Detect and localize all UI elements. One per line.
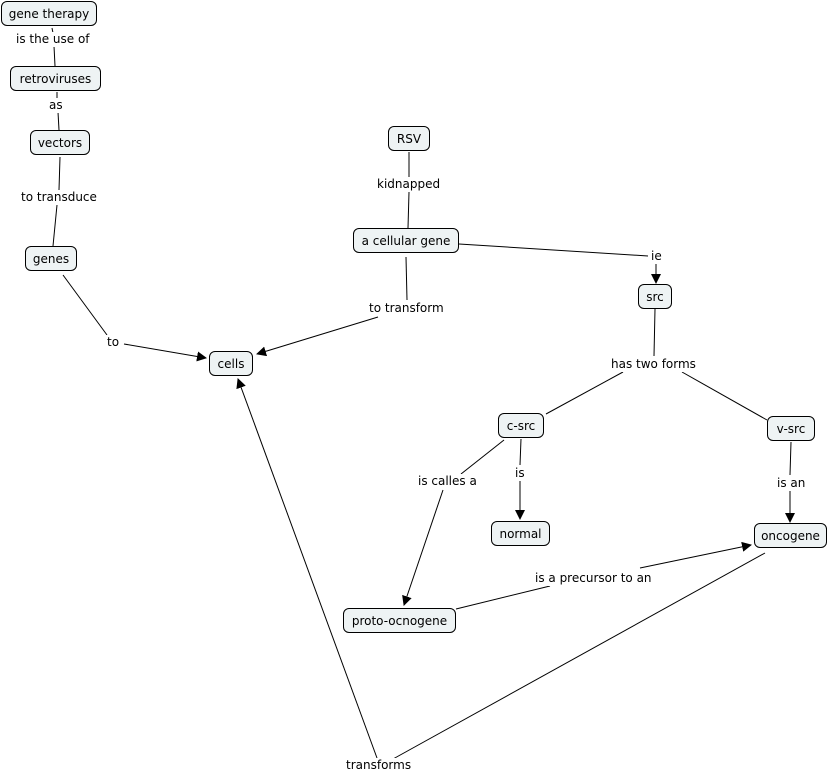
link-oncogene-transforms: [392, 552, 766, 760]
concept-v-src[interactable]: v-src: [767, 416, 815, 441]
link-src-has-two-forms: [653, 308, 656, 357]
concept-proto-ocnogene[interactable]: proto-ocnogene: [343, 608, 456, 633]
concept-genes[interactable]: genes: [25, 246, 77, 271]
concept-gene-therapy[interactable]: gene therapy: [1, 1, 97, 26]
link-has-two-forms-v-src: [681, 371, 768, 421]
link-transforms-cells: [236, 378, 378, 759]
label-to-transform: to transform: [368, 301, 445, 316]
label-kidnapped: kidnapped: [376, 177, 442, 192]
label-to-transduce: to transduce: [20, 190, 98, 205]
link-genes-to: [62, 274, 108, 336]
link-is-the-use-of-retroviruses: [53, 45, 56, 67]
label-is-a-precursor-to-an: is a precursor to an: [534, 571, 653, 586]
label-is-an: is an: [776, 476, 807, 491]
label-transforms: transforms: [345, 758, 413, 773]
link-kidnapped-cellular-gene: [407, 191, 410, 229]
concept-oncogene[interactable]: oncogene: [754, 523, 827, 548]
label-is-calles-a: is calles a: [417, 474, 478, 489]
link-precursor-oncogene: [639, 541, 752, 569]
label-as: as: [48, 98, 64, 113]
link-c-src-is: [519, 438, 522, 466]
concept-a-cellular-gene[interactable]: a cellular gene: [353, 228, 459, 253]
label-ie: ie: [650, 249, 663, 264]
link-to-transform-cells: [256, 316, 379, 357]
label-to: to: [106, 335, 121, 350]
link-cellular-gene-to-transform: [405, 256, 408, 301]
concept-src[interactable]: src: [638, 284, 672, 309]
concept-c-src[interactable]: c-src: [498, 413, 544, 438]
label-has-two-forms: has two forms: [610, 357, 697, 372]
link-to-cells: [123, 343, 207, 362]
link-proto-ocnogene-precursor: [455, 585, 551, 610]
concept-vectors[interactable]: vectors: [30, 130, 90, 155]
concept-cells[interactable]: cells: [209, 351, 253, 376]
link-to-transduce-genes: [52, 204, 58, 247]
link-as-vectors: [57, 111, 60, 131]
concept-rsv[interactable]: RSV: [388, 126, 430, 151]
label-is-the-use-of: is the use of: [15, 32, 91, 47]
concept-retroviruses[interactable]: retroviruses: [10, 66, 101, 91]
link-cellular-gene-ie: [458, 243, 649, 257]
link-vectors-to-transduce: [58, 156, 61, 191]
link-has-two-forms-c-src: [545, 371, 624, 415]
label-is: is: [514, 466, 526, 481]
link-v-src-is-an: [789, 441, 792, 476]
concept-normal[interactable]: normal: [491, 521, 550, 546]
link-is-calles-a-proto-ocnogene: [402, 489, 444, 606]
link-c-src-is-calles-a: [460, 439, 505, 475]
